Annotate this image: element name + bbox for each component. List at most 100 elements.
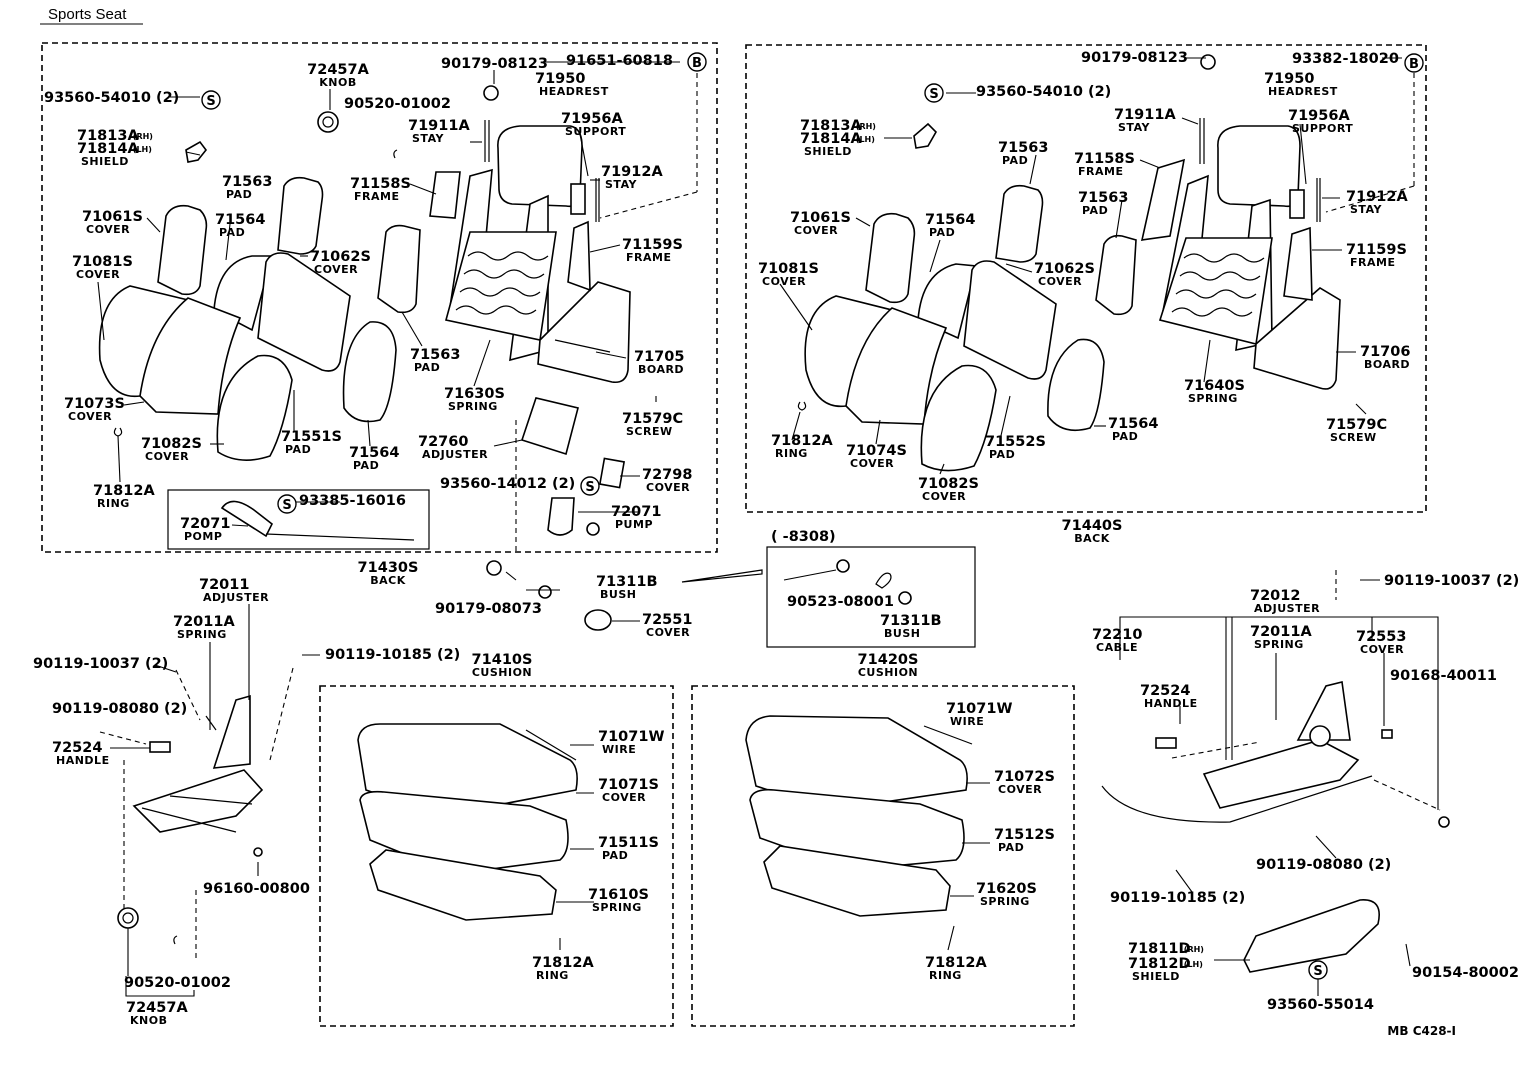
part-number: 90168-40011: [1390, 668, 1497, 684]
part-label: 93560-14012 (2): [440, 476, 575, 492]
part-number: 71511S: [598, 835, 659, 851]
part-number: 71159S: [1346, 242, 1407, 258]
part-number: 71564: [925, 212, 975, 228]
part-number: 71061S: [790, 210, 851, 226]
part-name: PAD: [285, 443, 311, 456]
early-bush-inset-box: [766, 546, 976, 648]
part-name: KNOB: [130, 1014, 167, 1027]
right-pad-71563-lower-icon: [1095, 234, 1137, 316]
part-number: 90119-08080 (2): [1256, 857, 1391, 873]
part-name: HEADREST: [1268, 85, 1338, 98]
part-number: 71564: [1108, 416, 1158, 432]
part-number: 71814A: [77, 141, 139, 157]
left-headrest-icon: [483, 85, 600, 222]
bush-fittings-icon: [486, 420, 912, 631]
right-shield-icon: [913, 122, 937, 149]
part-number: 93382-18020: [1292, 51, 1399, 67]
left-pad-71563-upper-icon: [277, 176, 324, 255]
side-qualifier: (LH): [1184, 960, 1203, 969]
part-label: 71814A(LH)SHIELD: [800, 131, 875, 158]
part-number: 90179-08123: [441, 56, 548, 72]
part-number: 72524: [1140, 683, 1190, 699]
group-box-71430s: [41, 42, 718, 553]
side-qualifier: (RH): [133, 132, 153, 141]
part-number: 71311B: [880, 613, 942, 629]
part-number: 71062S: [310, 249, 371, 265]
part-number: 71950: [1264, 71, 1314, 87]
part-number: 71071W: [946, 701, 1012, 717]
part-name: STAY: [412, 132, 445, 145]
callout-s-1: S: [201, 90, 221, 110]
callout-s-3: S: [580, 476, 600, 496]
part-number: 71912A: [601, 164, 663, 180]
right-board-71706-icon: [1253, 287, 1341, 390]
part-number: 71082S: [141, 436, 202, 452]
part-number: 72012: [1250, 588, 1300, 604]
part-number: 96160-00800: [203, 881, 310, 897]
part-name: BACK: [370, 574, 406, 587]
right-headrest-icon: [1199, 54, 1321, 222]
part-number: 72551: [642, 612, 692, 628]
leader-lines: [97, 57, 1415, 997]
part-name: ADJUSTER: [1254, 602, 1320, 615]
diagram-code: MB C428-I: [1387, 1024, 1456, 1038]
group-box-71410s: [319, 685, 674, 1027]
part-name: PAD: [998, 841, 1024, 854]
part-name: SUPPORT: [1292, 122, 1353, 135]
part-number: 72210: [1092, 627, 1142, 643]
part-number: 71564: [215, 212, 265, 228]
part-number: 72760: [418, 434, 468, 450]
callout-s-4: S: [924, 83, 944, 103]
left-cover-71073s-icon: [98, 285, 242, 415]
part-number: 71956A: [561, 111, 623, 127]
left-cover-71082s-icon: [216, 354, 293, 461]
part-name: COVER: [1038, 275, 1082, 288]
part-label: 90179-08123: [1081, 50, 1188, 66]
part-number: 90119-10185 (2): [325, 647, 460, 663]
left-spring-71630s-icon: [445, 231, 557, 341]
part-number: 90179-08073: [435, 601, 542, 617]
part-name: PAD: [414, 361, 440, 374]
part-name: COVER: [86, 223, 130, 236]
svg-text:S: S: [206, 94, 215, 109]
part-name: RING: [929, 969, 962, 982]
part-name: SPRING: [980, 895, 1030, 908]
part-number: 72798: [642, 467, 692, 483]
part-number: 93560-55014: [1267, 997, 1374, 1013]
left-ring-icon: [113, 427, 123, 437]
part-label: 93560-54010 (2): [44, 90, 179, 106]
part-name: FRAME: [626, 251, 671, 264]
part-name: SPRING: [592, 901, 642, 914]
part-name: COVER: [762, 275, 806, 288]
part-name: FRAME: [1350, 256, 1395, 269]
part-name: COVER: [646, 481, 690, 494]
part-number: 71911A: [1114, 107, 1176, 123]
part-name: SPRING: [1188, 392, 1238, 405]
part-label: 90520-01002: [344, 96, 451, 112]
right-cover-71074s-icon: [804, 295, 948, 425]
part-number: 72011A: [173, 614, 235, 630]
